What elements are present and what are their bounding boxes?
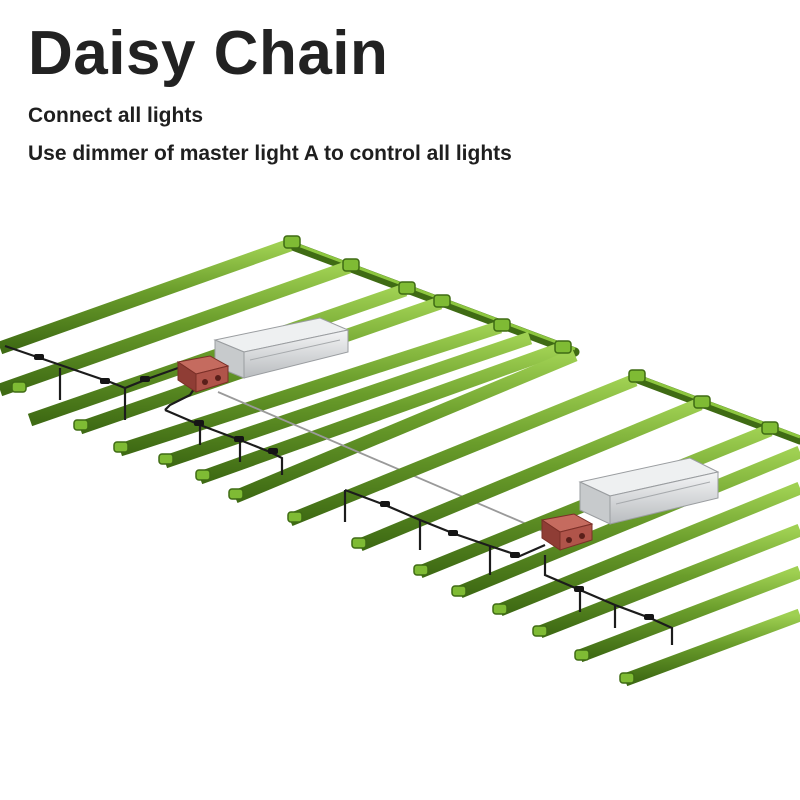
grow-light-fixture-b	[287, 369, 800, 687]
driver-box-b	[578, 457, 720, 525]
driver-box-a	[213, 317, 350, 379]
dimmer-connector-b	[540, 513, 594, 551]
caption-connect: Connect all lights	[28, 104, 204, 127]
daisy-chain-cable	[217, 391, 546, 533]
caption-dimmer: Use dimmer of master light A to control …	[28, 142, 512, 165]
light-bars-a	[0, 238, 578, 503]
grow-light-fixture-a	[0, 235, 580, 503]
page-title: Daisy Chain	[28, 19, 389, 88]
dimmer-connector-a	[176, 355, 230, 393]
